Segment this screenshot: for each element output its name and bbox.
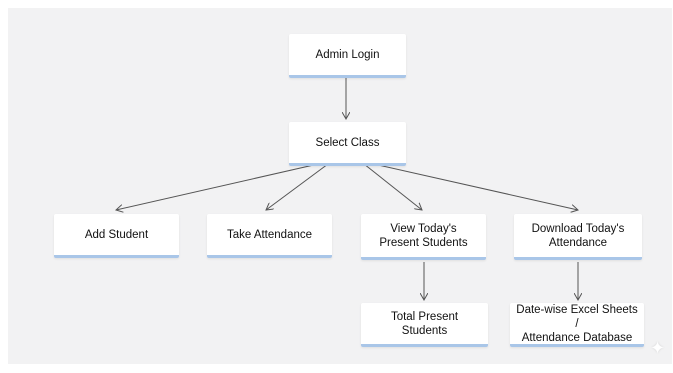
node-label: Total Present Students: [390, 310, 459, 337]
sparkle-icon: ✦: [650, 338, 666, 358]
node-label: Admin Login: [315, 48, 380, 61]
node-label: Take Attendance: [226, 228, 313, 241]
node-label: View Today's Present Students: [379, 222, 468, 249]
node-admin-login: Admin Login: [289, 34, 406, 78]
node-label: Date-wise Excel Sheets / Attendance Data…: [516, 303, 638, 344]
node-label: Download Today's Attendance: [531, 222, 625, 249]
edge-select-class-to-add-student: [116, 163, 319, 210]
node-take-attendance: Take Attendance: [207, 214, 332, 258]
node-download-attendance: Download Today's Attendance: [514, 214, 642, 260]
edge-select-class-to-download: [373, 163, 578, 210]
node-label: Add Student: [84, 228, 149, 241]
node-excel-database: Date-wise Excel Sheets / Attendance Data…: [510, 303, 644, 347]
node-label: Select Class: [315, 136, 380, 149]
edge-select-class-to-take-attendance: [266, 163, 329, 210]
node-select-class: Select Class: [289, 122, 406, 166]
edge-select-class-to-view-present: [363, 163, 422, 210]
node-add-student: Add Student: [54, 214, 179, 258]
node-total-present-students: Total Present Students: [361, 303, 488, 347]
node-view-present-students: View Today's Present Students: [361, 214, 486, 260]
